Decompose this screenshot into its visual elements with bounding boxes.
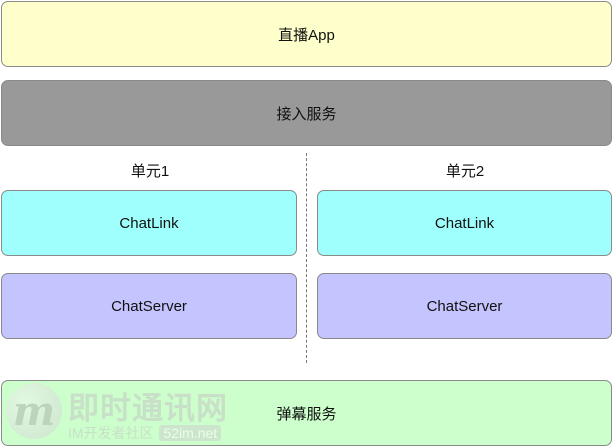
watermark-logo-icon: m	[6, 383, 62, 439]
unit1-chatlink-label: ChatLink	[119, 214, 179, 232]
access-service-box: 接入服务	[1, 80, 612, 146]
unit1-chatlink-box: ChatLink	[1, 190, 297, 256]
watermark: m 即时通讯网 IM开发者社区 52im.net	[6, 381, 256, 445]
unit1-chatserver-label: ChatServer	[111, 297, 187, 315]
watermark-subtitle: IM开发者社区	[68, 425, 154, 441]
watermark-logo-letter: m	[12, 387, 56, 435]
unit1-chatserver-box: ChatServer	[1, 273, 297, 339]
watermark-title: 即时通讯网	[68, 391, 228, 426]
unit-divider	[306, 153, 307, 363]
unit2-chatserver-label: ChatServer	[426, 297, 503, 315]
unit1-label: 单元1	[130, 163, 170, 180]
unit2-chatlink-box: ChatLink	[317, 190, 612, 256]
access-service-label: 接入服务	[276, 105, 337, 123]
bullet-comment-service-label: 弹幕服务	[276, 405, 337, 423]
watermark-site: 52im.net	[159, 425, 222, 441]
live-app-box: 直播App	[1, 1, 612, 67]
unit2-label: 单元2	[445, 163, 485, 180]
live-app-label: 直播App	[278, 26, 335, 44]
bullet-comment-service-box: 弹幕服务	[1, 380, 612, 446]
unit2-chatlink-label: ChatLink	[434, 214, 495, 232]
watermark-subtitle-row: IM开发者社区 52im.net	[68, 423, 222, 443]
unit2-chatserver-box: ChatServer	[317, 273, 612, 339]
